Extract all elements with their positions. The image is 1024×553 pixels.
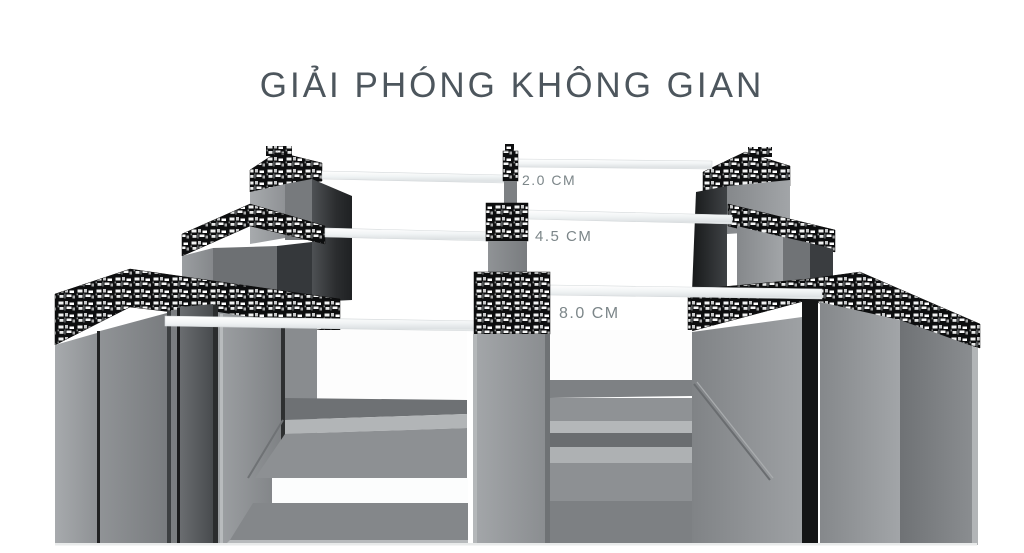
window-sill bbox=[550, 398, 692, 421]
left-profile-stack bbox=[54, 146, 352, 553]
window-glass-opening bbox=[272, 478, 468, 503]
window-frames bbox=[218, 312, 802, 545]
jamb-groove bbox=[281, 321, 285, 545]
profile-face bbox=[504, 181, 517, 204]
profile-cross-section-45cm bbox=[485, 202, 529, 242]
miter-line bbox=[247, 419, 284, 479]
profile-cross-section bbox=[748, 147, 772, 157]
profile-face bbox=[100, 313, 167, 553]
profile-cross-section bbox=[266, 146, 292, 156]
center-mullion-column bbox=[473, 334, 550, 553]
glass-pane-2cm-right bbox=[516, 158, 713, 170]
window-sill bbox=[550, 501, 692, 545]
dimension-label-4-5-cm: 4.5 CM bbox=[535, 228, 593, 245]
center-profile-stack bbox=[473, 144, 551, 553]
page-title: GIẢI PHÓNG KHÔNG GIAN bbox=[259, 66, 765, 105]
window-glass-opening bbox=[550, 330, 692, 380]
floor-strip bbox=[0, 545, 1024, 553]
floor-line bbox=[55, 543, 977, 546]
profile-cross-section bbox=[702, 151, 791, 193]
profile-groove bbox=[97, 331, 100, 553]
profile-edge-shade bbox=[545, 334, 550, 553]
profile-edge-highlight bbox=[473, 334, 477, 553]
profile-face bbox=[312, 179, 352, 302]
window-sill bbox=[550, 433, 692, 447]
window-jamb bbox=[692, 317, 802, 545]
window-sill-highlight bbox=[550, 447, 692, 463]
profile-face bbox=[55, 333, 97, 553]
window-jamb bbox=[218, 312, 283, 545]
window-sill-lip bbox=[550, 380, 692, 398]
profile-face bbox=[737, 226, 783, 298]
profile-face bbox=[900, 320, 972, 553]
profile-face bbox=[180, 304, 213, 553]
window-sill-highlight bbox=[285, 414, 467, 434]
window-glass-opening bbox=[317, 330, 467, 400]
window-sill bbox=[255, 428, 467, 478]
miter-line bbox=[693, 383, 771, 481]
profile-edge-highlight bbox=[972, 346, 978, 553]
profile-cross-section-8cm bbox=[473, 271, 551, 335]
profile-face bbox=[692, 186, 727, 292]
profile-face bbox=[820, 302, 900, 553]
profile-face bbox=[277, 242, 312, 302]
jamb-highlight bbox=[220, 314, 223, 544]
profile-edge-highlight bbox=[171, 310, 177, 553]
dimension-label-8-0-cm: 8.0 CM bbox=[559, 305, 620, 322]
profile-cross-section-2cm bbox=[502, 150, 519, 182]
window-sill bbox=[550, 463, 692, 501]
window-sill-highlight bbox=[550, 421, 692, 433]
glass-panes bbox=[164, 158, 823, 332]
profile-groove bbox=[213, 305, 218, 553]
profile-groove bbox=[177, 308, 180, 553]
profile-shadow-gap bbox=[802, 298, 818, 553]
miter-highlight bbox=[696, 381, 774, 479]
profile-face bbox=[488, 241, 527, 274]
window-sill bbox=[230, 503, 468, 540]
window-sill-lip bbox=[285, 398, 467, 420]
profile-cross-section bbox=[505, 144, 514, 152]
profile-groove bbox=[167, 311, 171, 553]
dimension-label-2-0-cm: 2.0 CM bbox=[522, 172, 577, 188]
glass-pane-2cm-left bbox=[321, 170, 505, 184]
